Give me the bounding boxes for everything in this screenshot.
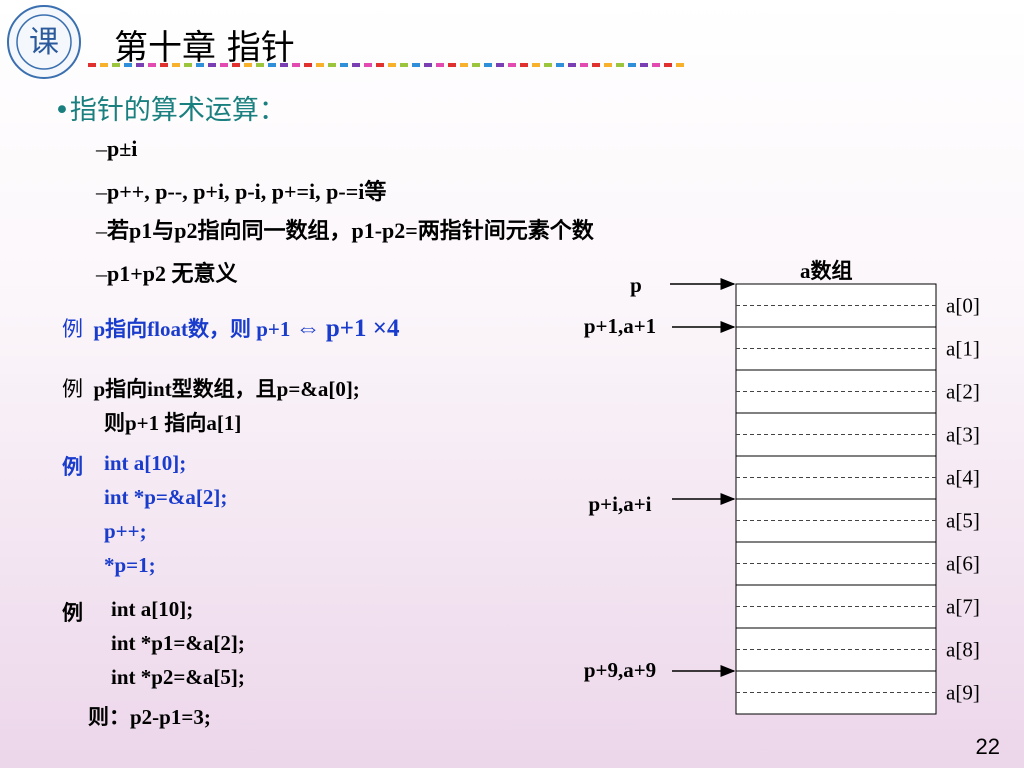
bullet-item: –p++, p--, p+i, p-i, p+=i, p-=i等 [96,179,387,204]
title-underline-dash [244,63,252,67]
example-int-array-line2: 则p+1 指向a[1] [104,411,242,435]
title-underline-dash [352,63,360,67]
title-underline-dash [676,63,684,67]
title-underline-dash [196,63,204,67]
cell-label: a[5] [946,509,980,533]
cell-label: a[1] [946,337,980,361]
title-underline-dash [184,63,192,67]
title-underline-dash [568,63,576,67]
title-underline-dash [448,63,456,67]
title-underline-dash [340,63,348,67]
pointer-diff-result: 则：p2-p1=3; [88,705,211,729]
title-underline-dash [220,63,228,67]
section-heading: •指针的算术运算： [54,95,286,126]
example4-label: 例 [62,601,83,625]
course-logo: 课 [7,5,81,79]
example-float: 例 p指向float数，则 p+1 ⇔ p+1 ×4 [62,315,400,342]
title-underline-dash [136,63,144,67]
code-line: int *p2=&a[5]; [111,665,245,689]
title-underline-dash [556,63,564,67]
bullet-item: –p±i [96,136,138,161]
title-underline-dash [460,63,468,67]
cell-label: a[8] [946,638,980,662]
cell-label: a[9] [946,681,980,705]
title-underline-dash [100,63,108,67]
code-line: int a[10]; [111,597,194,621]
title-underline-dash [172,63,180,67]
title-underline-dash [268,63,276,67]
title-underline-dash [148,63,156,67]
title-underline-dash [400,63,408,67]
pointer-label: p+1,a+1 [584,314,656,338]
cell-label: a[3] [946,423,980,447]
title-underline-dash [640,63,648,67]
title-underline-dash [508,63,516,67]
page-title: 第十章 指针 [114,28,295,68]
title-underline-dash [484,63,492,67]
title-underline-dash [436,63,444,67]
title-underline-dash [628,63,636,67]
title-underline-dash [472,63,480,67]
logo-glyph: 课 [29,25,59,60]
page-number: 22 [975,734,1000,759]
title-underline-dash [208,63,216,67]
bullet-item: –若p1与p2指向同一数组，p1-p2=两指针间元素个数 [96,218,594,243]
cell-label: a[2] [946,380,980,404]
code-line: int *p=&a[2]; [104,485,228,509]
title-underline-dash [328,63,336,67]
title-underline-dash [376,63,384,67]
title-underline-dash [544,63,552,67]
pointer-label: p [630,273,642,297]
code-line: int *p1=&a[2]; [111,631,245,655]
title-underline-dash [88,63,96,67]
title-underline-dash [292,63,300,67]
example3-label: 例 [62,455,83,479]
title-underline-dash [592,63,600,67]
title-underline-dash [304,63,312,67]
title-underline-dash [280,63,288,67]
title-underline-dash [256,63,264,67]
array-diagram: a[0] a[1] a[2] a[3] a[4] a[5] a[6] a[7] a[8] a[9]… [584,273,980,715]
array-label: a数组 [800,259,853,283]
cell-label: a[6] [946,552,980,576]
title-underline-dash [532,63,540,67]
title-underline-dash [160,63,168,67]
code-line: *p=1; [104,553,156,577]
code-line: p++; [104,519,147,543]
code-line: int a[10]; [104,451,187,475]
title-underline-dash [520,63,528,67]
cell-label: a[4] [946,466,980,490]
title-underline-dash [388,63,396,67]
title-underline-dash [232,63,240,67]
title-underline-dash [112,63,120,67]
pointer-label: p+9,a+9 [584,658,656,682]
title-underline-dash [652,63,660,67]
cell-label: a[0] [946,294,980,318]
title-underline [88,63,684,67]
title-underline-dash [496,63,504,67]
title-underline-dash [364,63,372,67]
title-underline-dash [580,63,588,67]
pointer-label: p+i,a+i [588,492,651,516]
bullet-item: –p1+p2 无意义 [96,261,238,286]
title-underline-dash [664,63,672,67]
title-underline-dash [616,63,624,67]
example-int-array: 例 p指向int型数组，且p=&a[0]; [62,377,360,401]
title-underline-dash [604,63,612,67]
cell-label: a[7] [946,595,980,619]
title-underline-dash [424,63,432,67]
title-underline-dash [412,63,420,67]
title-underline-dash [316,63,324,67]
title-underline-dash [124,63,132,67]
